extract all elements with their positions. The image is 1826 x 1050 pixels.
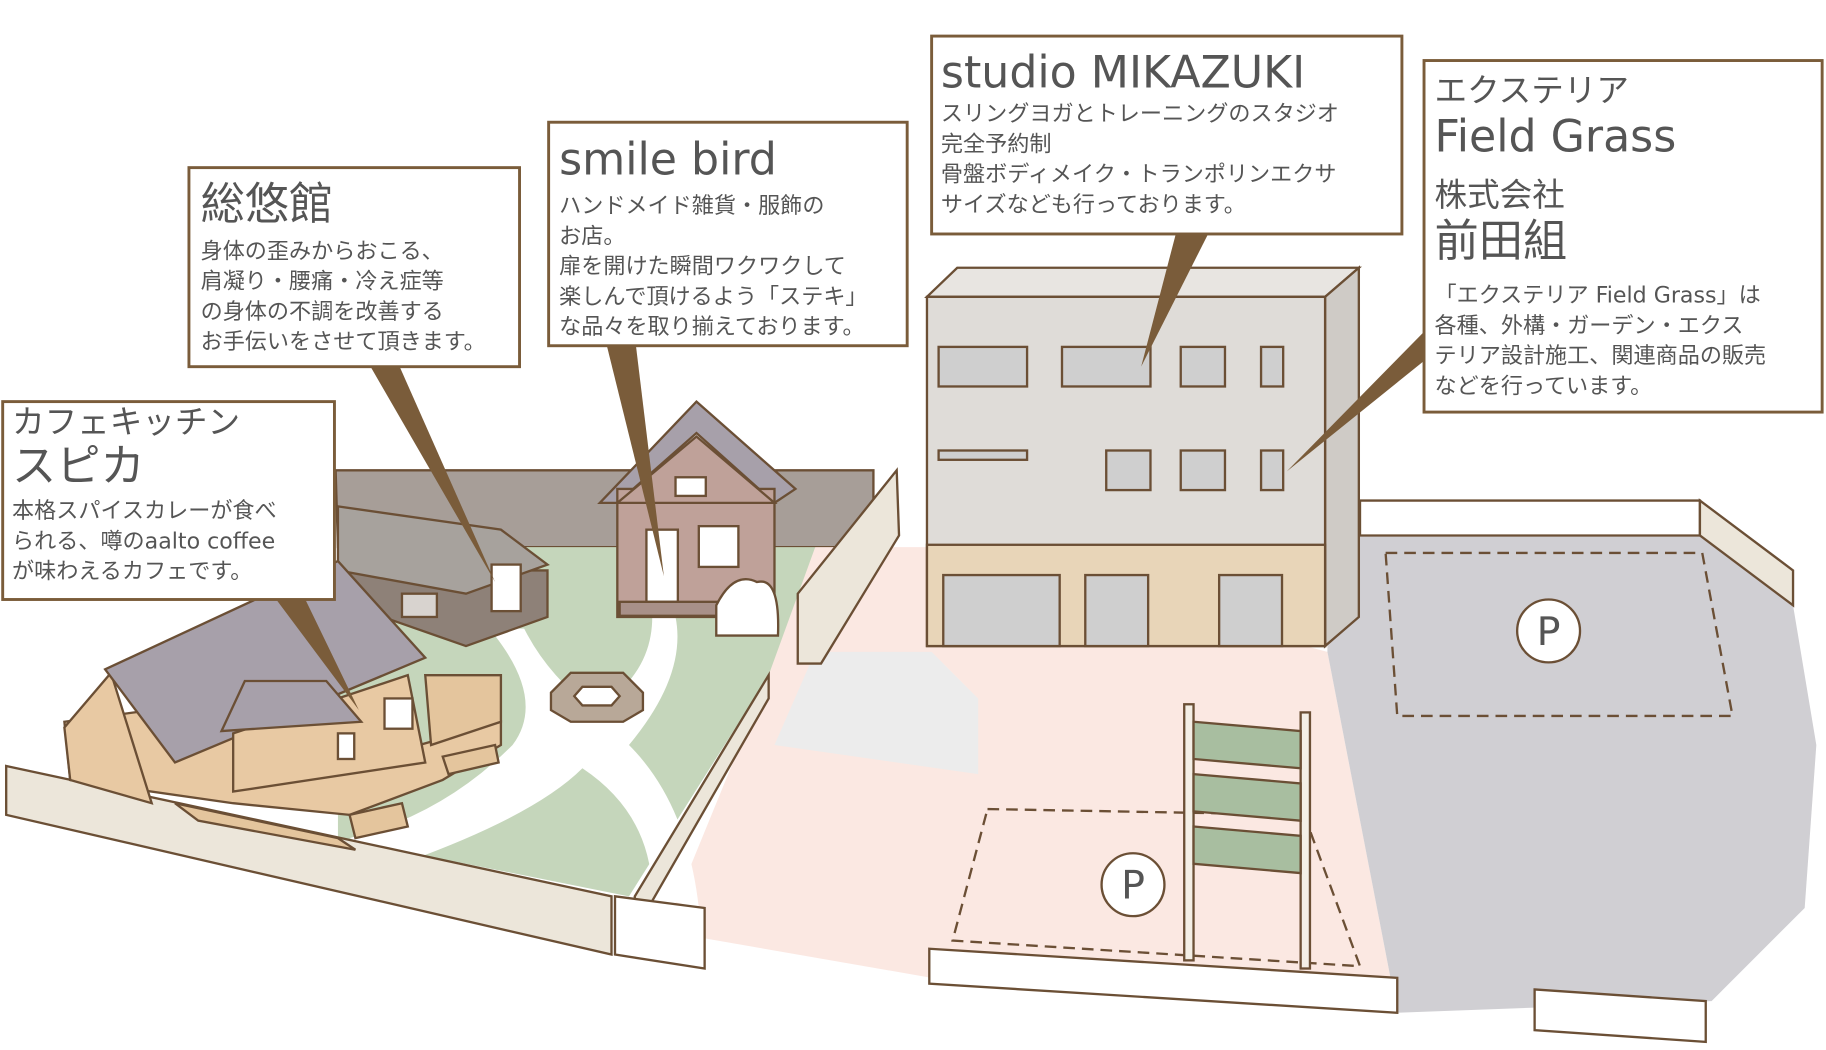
parking-sign-center: P [1100, 852, 1166, 918]
svg-text:テリア設計施工、関連商品の販売: テリア設計施工、関連商品の販売 [1435, 343, 1767, 369]
sokan-title: 総悠館 [201, 179, 334, 230]
svg-text:が味わえるカフェです。: が味わえるカフェです。 [12, 559, 252, 585]
svg-text:カフェキッチン: カフェキッチン [12, 403, 240, 441]
spica-cafe [63, 559, 503, 851]
smile-bird-house [597, 399, 798, 637]
front-wall-left [5, 764, 613, 957]
spica-pointer [276, 599, 359, 711]
spica-title: スピカ [12, 441, 145, 492]
studio-building [924, 265, 1362, 649]
svg-text:られる、噂のaalto coffee: られる、噂のaalto coffee [12, 528, 275, 554]
field-grass-title: Field Grass [1435, 111, 1677, 162]
svg-text:肩凝り・腰痛・冷え症等: 肩凝り・腰痛・冷え症等 [201, 269, 444, 295]
svg-text:身体の歪みからおこる、: 身体の歪みからおこる、 [201, 238, 444, 264]
svg-text:などを行っています。: などを行っています。 [1435, 373, 1653, 399]
octagon-bench [549, 671, 645, 723]
front-wall-center [928, 947, 1399, 1014]
mikazuki-pointer [1141, 232, 1209, 367]
parking-lot [1327, 535, 1817, 1013]
svg-text:お店。: お店。 [559, 223, 625, 249]
right-wall [1358, 499, 1702, 537]
callout-field-grass: エクステリア Field Grass 株式会社 前田組 「エクステリア Fiel… [1422, 59, 1824, 414]
svg-text:扉を開けた瞬間ワクワクして: 扉を開けた瞬間ワクワクして [559, 254, 846, 280]
parking-space-right [1384, 551, 1734, 718]
svg-text:お手伝いをさせて頂きます。: お手伝いをさせて頂きます。 [201, 329, 486, 355]
svg-text:P: P [1121, 863, 1145, 909]
smile-bird-title: smile bird [559, 135, 777, 186]
plaza-shade [774, 651, 979, 775]
mikazuki-title: studio MIKAZUKI [941, 47, 1305, 98]
fieldgrass-pointer [1286, 331, 1425, 472]
svg-text:骨盤ボディメイク・トランポリンエクサ: 骨盤ボディメイク・トランポリンエクサ [941, 162, 1337, 188]
svg-text:楽しんで頂けるよう「ステキ」: 楽しんで頂けるよう「ステキ」 [559, 284, 867, 310]
path [349, 616, 699, 908]
svg-text:完全予約制: 完全予約制 [941, 131, 1052, 157]
svg-text:「エクステリア Field Grass」は: 「エクステリア Field Grass」は [1435, 283, 1761, 309]
svg-text:株式会社: 株式会社 [1435, 176, 1565, 214]
front-wall-right [1533, 988, 1707, 1044]
svg-text:サイズなども行っております。: サイズなども行っております。 [941, 192, 1246, 218]
callout-studio-mikazuki: studio MIKAZUKI スリングヨガとトレーニングのスタジオ 完全予約制… [930, 34, 1404, 236]
sokan-house [336, 505, 550, 648]
svg-text:の身体の不調を改善する: の身体の不調を改善する [201, 299, 444, 325]
svg-text:スリングヨガとトレーニングのスタジオ: スリングヨガとトレーニングのスタジオ [941, 101, 1339, 127]
svg-text:各種、外構・ガーデン・エクス: 各種、外構・ガーデン・エクス [1435, 313, 1744, 339]
callout-smile-bird: smile bird ハンドメイド雑貨・服飾の お店。 扉を開けた瞬間ワクワクし… [547, 120, 909, 348]
front-wall-mid [613, 895, 706, 970]
svg-text:P: P [1537, 609, 1561, 655]
svg-text:本格スパイスカレーが食べ: 本格スパイスカレーが食べ [12, 498, 277, 524]
svg-text:エクステリア: エクステリア [1435, 71, 1629, 109]
signboard [1183, 703, 1312, 970]
svg-text:な品々を取り揃えております。: な品々を取り揃えております。 [559, 314, 865, 340]
company-name: 前田組 [1435, 216, 1568, 267]
right-wall-side [1698, 498, 1795, 608]
svg-text:ハンドメイド雑貨・服飾の: ハンドメイド雑貨・服飾の [559, 193, 824, 219]
back-right-wall [796, 467, 901, 665]
callout-sokan: 総悠館 身体の歪みからおこる、 肩凝り・腰痛・冷え症等 の身体の不調を改善する … [187, 166, 521, 369]
parking-sign-right: P [1515, 598, 1582, 664]
callout-spica: カフェキッチン スピカ 本格スパイスカレーが食べ られる、噂のaalto cof… [1, 400, 336, 601]
